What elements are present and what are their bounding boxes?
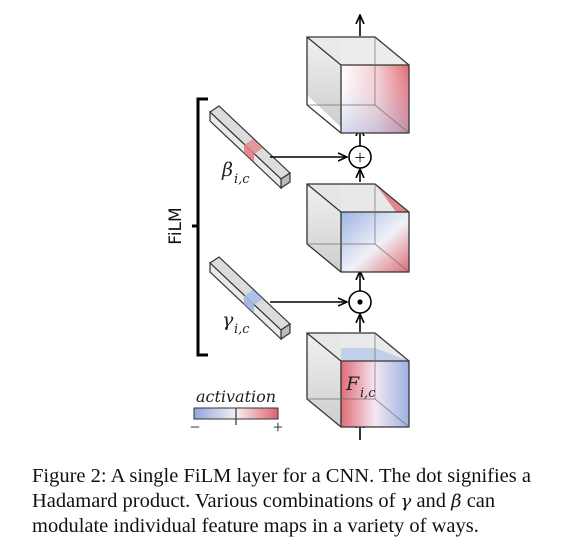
legend-min-label: − xyxy=(190,417,200,437)
intermediate-feature-cube xyxy=(306,183,410,273)
film-layer-diagram: FiLM β i,c γ i,c + xyxy=(166,0,410,440)
svg-text:F: F xyxy=(345,373,360,395)
activation-colorbar xyxy=(193,407,279,425)
film-label: FiLM xyxy=(166,207,186,244)
svg-text:i,c: i,c xyxy=(234,322,250,337)
figure-caption: Figure 2: A single FiLM layer for a CNN.… xyxy=(32,464,562,539)
hadamard-operator xyxy=(348,290,372,314)
beta-label: β i,c xyxy=(221,159,250,187)
caption-middle: and xyxy=(411,490,452,512)
addition-operator: + xyxy=(348,145,372,169)
gamma-parameter-bar xyxy=(209,256,291,341)
svg-text:i,c: i,c xyxy=(234,172,250,187)
feature-map-label: F i,c xyxy=(345,373,376,401)
svg-text:γ: γ xyxy=(222,309,234,331)
activation-legend-title: activation xyxy=(196,387,276,406)
caption-beta: β xyxy=(451,491,462,512)
input-feature-cube xyxy=(306,332,410,428)
caption-gamma: γ xyxy=(400,491,412,512)
svg-text:+: + xyxy=(354,147,365,169)
caption-prefix: Figure 2: A single FiLM layer for a CNN.… xyxy=(32,465,531,512)
svg-text:i,c: i,c xyxy=(360,386,376,401)
beta-parameter-bar xyxy=(209,105,291,190)
svg-text:β: β xyxy=(221,159,233,181)
film-bracket xyxy=(192,97,208,357)
output-feature-cube xyxy=(306,36,410,134)
gamma-label: γ i,c xyxy=(222,309,250,337)
legend-max-label: + xyxy=(273,417,283,437)
caption-suffix: can modulate individual feature maps in … xyxy=(32,490,496,537)
